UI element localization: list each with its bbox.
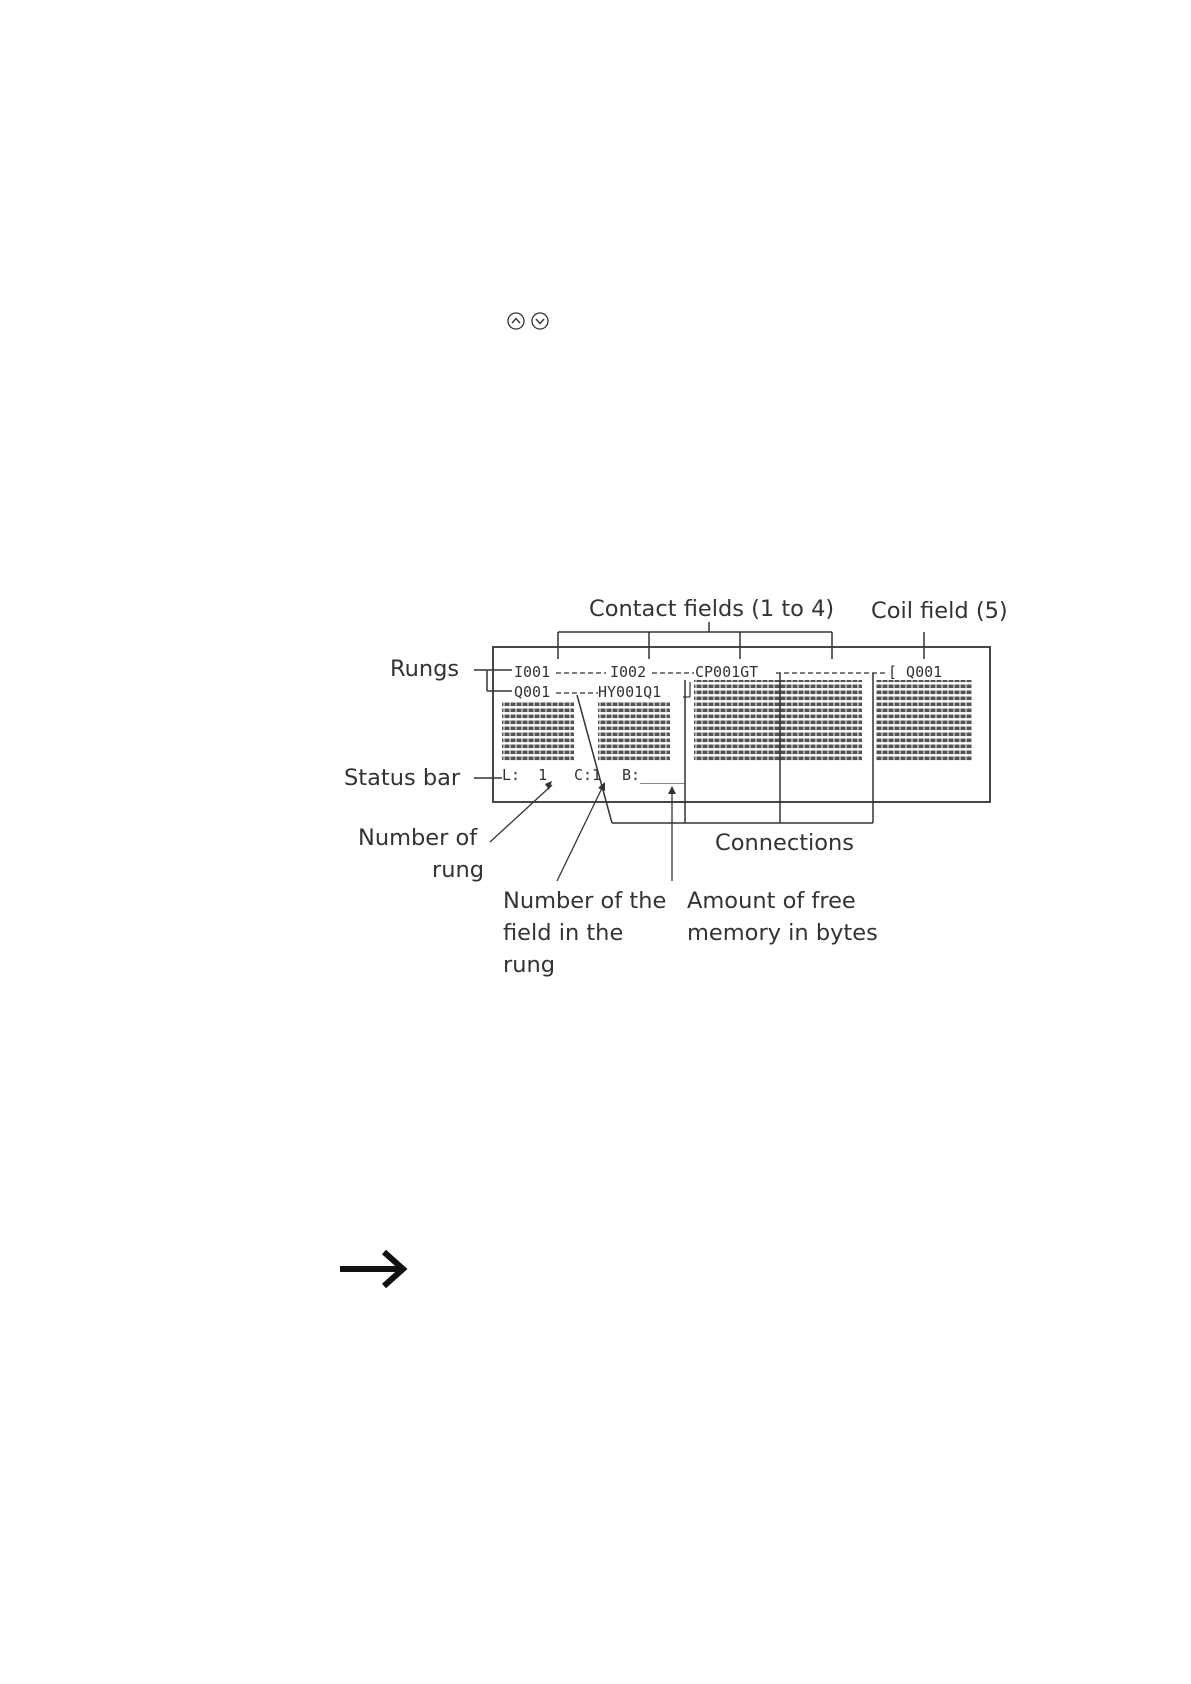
- label-status-bar: Status bar: [344, 765, 461, 791]
- empty-field-block: [694, 680, 862, 761]
- label-rungs: Rungs: [390, 656, 459, 682]
- label-number-of-rung-line-1: Number of: [358, 825, 478, 851]
- label-free-memory-line-1: Amount of free: [687, 888, 856, 914]
- lcd-status-bytes: B:_____: [622, 766, 686, 784]
- label-contact-fields: Contact fields (1 to 4): [589, 596, 834, 622]
- empty-field-block: [876, 680, 972, 761]
- number-of-rung-leader: [490, 785, 552, 842]
- label-number-of-field-line-2: field in the: [503, 920, 623, 946]
- lcd-rung-1-coil: [ Q001: [888, 663, 942, 681]
- label-number-of-field-line-3: rung: [503, 952, 555, 978]
- lcd-rung-2-contact-1: Q001: [514, 683, 550, 701]
- lcd-empty-field-blocks: [502, 680, 972, 761]
- number-of-field-leader: [557, 786, 603, 881]
- label-free-memory-line-2: memory in bytes: [687, 920, 878, 946]
- lcd-status-rung: L: 1: [502, 766, 547, 784]
- lcd-rung-2-contact-2: HY001Q1: [598, 683, 661, 701]
- right-arrow-icon: [336, 1246, 410, 1292]
- contact-fields-bracket: [558, 622, 832, 659]
- lcd-rung-1-contact-1: I001: [514, 663, 550, 681]
- label-number-of-field-line-1: Number of the: [503, 888, 666, 914]
- empty-field-block: [502, 701, 574, 761]
- label-connections: Connections: [715, 830, 854, 856]
- empty-field-block: [598, 701, 670, 761]
- lcd-rung-1-contact-2: I002: [610, 663, 646, 681]
- label-coil-field: Coil field (5): [871, 598, 1008, 624]
- label-number-of-rung-line-2: rung: [432, 857, 484, 883]
- lcd-rung-1-contact-3: CP001GT: [695, 663, 758, 681]
- free-memory-arrowhead: [668, 786, 676, 794]
